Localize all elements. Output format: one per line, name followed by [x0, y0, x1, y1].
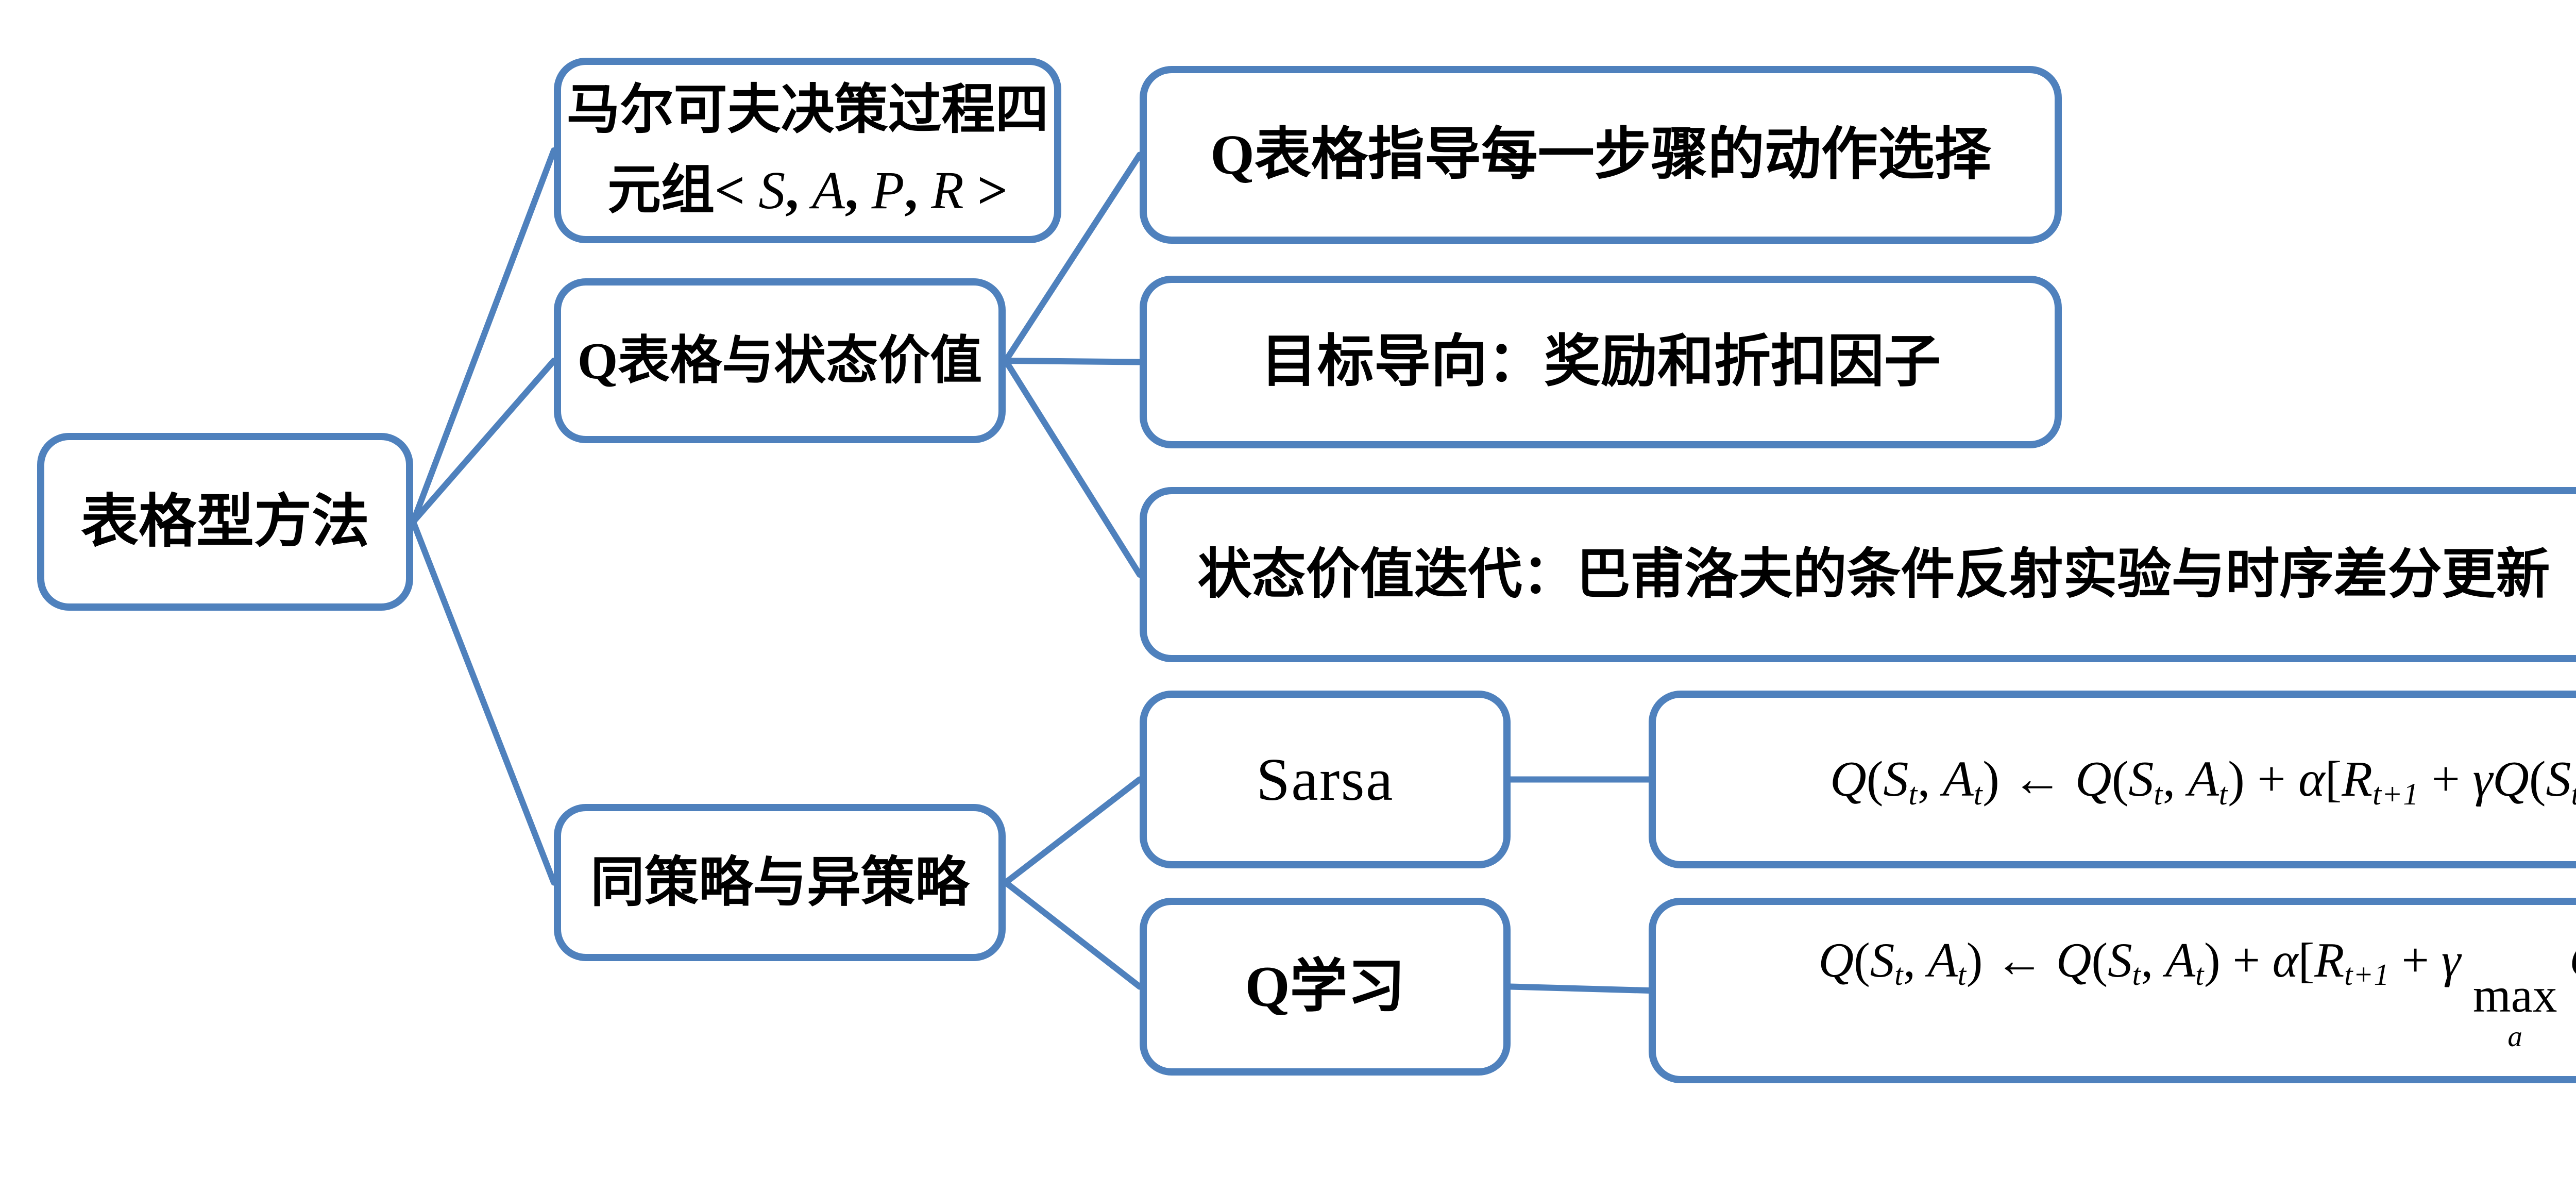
connector-on_off_policy-to-sarsa: [1003, 776, 1143, 886]
connector-root-to-qtable_state_value: [410, 358, 557, 525]
connector-qtable_state_value-to-state_value_iteration: [1003, 358, 1143, 578]
node-sarsa: Sarsa: [1140, 691, 1511, 868]
node-label: Q表格与状态价值: [577, 331, 982, 390]
node-label-line1: 马尔可夫决策过程四: [566, 80, 1049, 140]
node-qtable-state-value: Q表格与状态价值: [554, 278, 1006, 443]
node-q-learning: Q学习: [1140, 898, 1511, 1076]
node-label: 状态价值迭代：巴甫洛夫的条件反射实验与时序差分更新: [1197, 544, 2550, 605]
node-qtable-guides-actions: Q表格指导每一步骤的动作选择: [1140, 66, 2062, 244]
node-label: Q学习: [1245, 954, 1405, 1019]
connector-on_off_policy-to-q_learning: [1003, 879, 1143, 990]
connector-root-to-mdp: [410, 147, 557, 525]
node-label: 目标导向：奖励和折扣因子: [1261, 330, 1941, 393]
connector-q_learning-to-q_learning_formula: [1507, 983, 1652, 994]
connector-qtable_state_value-to-qtable_guide: [1003, 152, 1143, 364]
node-label: Q表格指导每一步骤的动作选择: [1210, 123, 1991, 186]
sarsa-formula-text: Q(St, At) ← Q(St, At) + α[Rt+1 + γQ(St+1…: [1829, 751, 2576, 812]
node-sarsa-update-formula: Q(St, At) ← Q(St, At) + α[Rt+1 + γQ(St+1…: [1649, 691, 2576, 868]
node-label-line2: 元组< S, A, P, R >: [607, 161, 1008, 220]
node-goal-oriented: 目标导向：奖励和折扣因子: [1140, 276, 2062, 448]
node-tabular-methods: 表格型方法: [37, 433, 413, 611]
node-mdp-four-tuple: 马尔可夫决策过程四 元组< S, A, P, R >: [554, 58, 1061, 243]
node-on-off-policy: 同策略与异策略: [554, 804, 1006, 961]
node-state-value-iteration: 状态价值迭代：巴甫洛夫的条件反射实验与时序差分更新: [1140, 487, 2576, 662]
node-label: 表格型方法: [81, 490, 369, 554]
node-label: Sarsa: [1256, 745, 1394, 813]
connector-root-to-on_off_policy: [410, 518, 557, 886]
connector-qtable_state_value-to-goal_oriented: [1003, 358, 1143, 365]
node-label: 同策略与异策略: [590, 852, 969, 913]
